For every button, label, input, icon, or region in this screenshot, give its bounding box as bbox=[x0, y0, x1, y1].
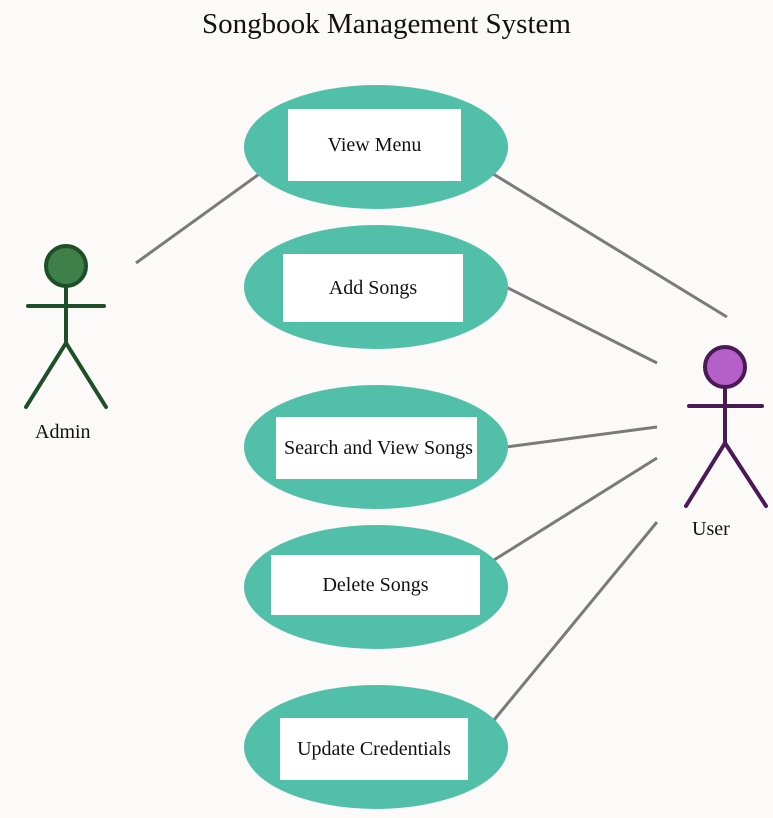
actor-label-user: User bbox=[692, 518, 730, 540]
use-case-delete-songs: Delete Songs bbox=[271, 555, 480, 615]
actor-label-admin: Admin bbox=[35, 421, 91, 443]
association-user-delete-songs bbox=[493, 456, 658, 562]
use-case-view-menu: View Menu bbox=[288, 109, 461, 181]
association-user-view-menu bbox=[489, 170, 728, 319]
association-admin-view-menu bbox=[135, 170, 263, 265]
association-user-search-songs bbox=[505, 425, 658, 449]
diagram-title: Songbook Management System bbox=[202, 8, 571, 40]
use-case-add-songs: Add Songs bbox=[283, 254, 463, 322]
user-actor-figure bbox=[684, 345, 768, 508]
association-user-update-credentials bbox=[492, 521, 659, 721]
association-user-add-songs bbox=[505, 285, 658, 365]
use-case-update-credentials: Update Credentials bbox=[280, 718, 468, 780]
admin-actor-figure bbox=[24, 244, 108, 409]
use-case-search-and-view-songs: Search and View Songs bbox=[276, 417, 477, 479]
